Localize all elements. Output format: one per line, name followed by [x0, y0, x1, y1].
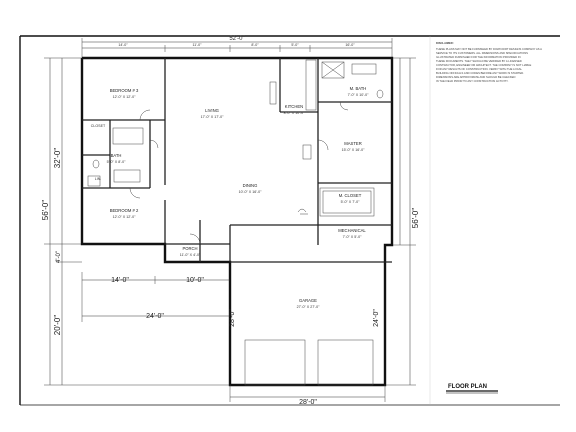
mbath-name: M. BATH [350, 86, 367, 91]
dining-size: 10'-0" X 16'-0" [239, 190, 262, 194]
double-sink [351, 63, 377, 75]
washer-dryer [87, 175, 101, 187]
left-dimensions: 56'-0" 32'-0" 4'-0" 20'-0" [41, 57, 230, 386]
disclaimer-line-5: CONTRACTOR, ENGINEER OR ARCHITECT. THE C… [436, 63, 532, 67]
bath-size: 5'-0" X 8'-0" [107, 160, 126, 164]
garage-depth-center: 28'-0" [229, 309, 236, 327]
lin-label: LIN. [95, 177, 102, 181]
living-name: LIVING [205, 108, 219, 113]
mechanical-name: MECHANICAL [338, 228, 366, 233]
fixtures [87, 59, 384, 217]
master-size: 15'-0" X 16'-0" [342, 148, 365, 152]
mcloset-size: 5'-0" X 7'-0" [341, 200, 360, 204]
room-labels: BEDROOM # 3 12'-0" X 12'-0" BEDROOM # 2 … [91, 86, 369, 309]
bedroom2-name: BEDROOM # 2 [110, 208, 139, 213]
disclaimer-line-2: SERVICE TO ITS CUSTOMERS. ALL DIMENSIONS… [436, 51, 528, 55]
disclaimer-line-3: ILLUSTRATED FURNISHED FOR THE INFORMATIO… [436, 55, 521, 59]
garage-doors [244, 339, 374, 386]
toilet [92, 159, 100, 169]
closet-label: CLOSET [91, 124, 106, 128]
porch-name: PORCH [182, 246, 197, 251]
sheet-border [19, 35, 560, 406]
garage-depth-left: 20'-0" [53, 315, 62, 336]
interior-walls [82, 58, 392, 263]
garage-name: GARAGE [299, 298, 317, 303]
kitchen-size: 8'-0" X 10'-0" [284, 111, 305, 115]
kitchen-island [269, 81, 277, 105]
mbath-size: 7'-0" X 10'-0" [348, 93, 369, 97]
vanity [113, 169, 141, 183]
disclaimer-line-4: THESE DOCUMENTS. THEY SHOULD BE VERIFIED… [436, 59, 522, 63]
bathtub [112, 127, 144, 145]
porch-size: 11'-0" X 4'-0" [180, 253, 201, 257]
bedroom2-size: 12'-0" X 12'-0" [113, 215, 136, 219]
top-seg-1: 14'-0" [118, 43, 128, 47]
kitchen-counter [305, 59, 317, 111]
shower [321, 61, 345, 79]
disclaimer-line-9: IN THE FIELD PRIOR TO ANY CONSTRUCTION A… [436, 79, 509, 83]
bedroom3-name: BEDROOM # 3 [110, 88, 139, 93]
top-seg-2: 11'-0" [193, 43, 203, 47]
disclaimer-line-6: FOR ANY RESULTS OF CONSTRUCTION. VERIFY … [436, 67, 522, 71]
garage-size: 27'-0" X 27'-0" [297, 305, 320, 309]
bedroom3-size: 12'-0" X 12'-0" [113, 95, 136, 99]
disclaimer: DISCLAIMER: THESE PLANS MAY NOT BE FURNI… [436, 41, 542, 83]
garage-depth-right: 24'-0" [373, 309, 380, 327]
bath-name: BATH [111, 153, 122, 158]
top-seg-5: 16'-0" [345, 43, 355, 47]
right-dimensions: 56'-0" [385, 57, 420, 386]
mechanical-size: 7'-0" X 5'-0" [343, 235, 362, 239]
porch-depth-label: 4'-0" [56, 251, 62, 263]
overall-depth-left: 56'-0" [41, 200, 50, 221]
top-dimensions: 52'-0" 14'-0" 11'-0" 8'-0" 5'-0" 16'-0" [81, 36, 393, 58]
disclaimer-line-8: DIMENSIONS ARE APPROXIMATE AND SHOULD BE… [436, 75, 515, 79]
dining-name: DINING [243, 183, 258, 188]
range [302, 144, 312, 160]
disclaimer-heading: DISCLAIMER: [436, 41, 454, 45]
living-size: 17'-0" X 17'-0" [201, 115, 224, 119]
closet-shelving [319, 187, 375, 217]
overall-depth-right: 56'-0" [411, 208, 420, 229]
master-toilet [376, 89, 384, 99]
mcloset-name: M. CLOSET [339, 193, 362, 198]
disclaimer-line-7: BUILDING OFFICIALS AND CODES BEFORE ANY … [436, 71, 524, 75]
house-depth-label: 32'-0" [53, 148, 62, 169]
left-offset-label: 24'-0" [146, 313, 164, 320]
garage-width-label: 28'-0" [299, 399, 317, 406]
kitchen-name: KITCHEN [285, 104, 303, 109]
overall-width-label: 52'-0" [229, 36, 244, 42]
master-name: MASTER [344, 141, 361, 146]
title-block: FLOOR PLAN [446, 384, 498, 394]
garage-dimensions: 28'-0" 28'-0" 24'-0" 14'-0" 10'-0" 24'-0… [81, 272, 386, 406]
seg-14-label: 14'-0" [111, 277, 129, 284]
top-seg-4: 5'-0" [291, 43, 299, 47]
plan-title: FLOOR PLAN [448, 384, 487, 390]
top-seg-3: 8'-0" [251, 43, 259, 47]
door-swings [129, 101, 349, 245]
disclaimer-line-1: THESE PLANS MAY NOT BE FURNISHED BY DOWN… [436, 47, 542, 51]
seg-10-label: 10'-0" [186, 277, 204, 284]
